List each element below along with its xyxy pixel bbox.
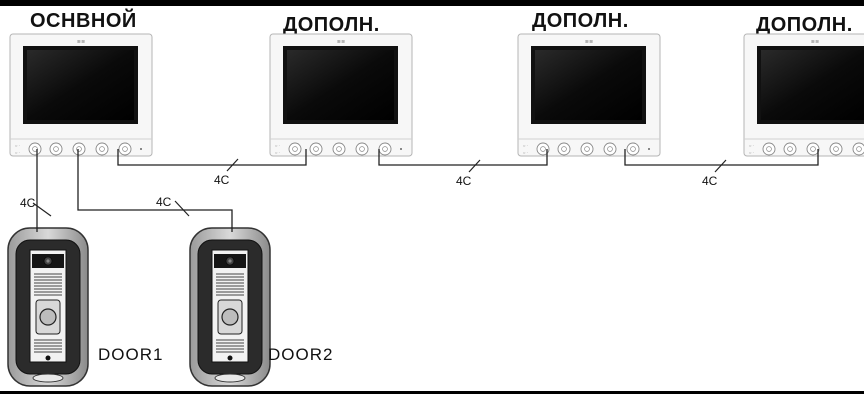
monitor-extra2-title: ДОПОЛН. — [532, 10, 629, 32]
wire-label-main-door2: 4C — [156, 195, 172, 209]
door2-label: DOOR2 — [268, 345, 334, 364]
wire-label-extra2-extra3: 4C — [702, 174, 718, 188]
monitor-extra3 — [743, 33, 864, 157]
wire-main-to-extra1 — [117, 149, 307, 166]
monitor-extra2 — [517, 33, 661, 157]
door1-label: DOOR1 — [98, 345, 164, 364]
monitor-main-title: ОСНВНОЙ — [30, 10, 137, 32]
wire-label-extra1-extra2: 4C — [456, 174, 472, 188]
top-border — [0, 0, 864, 6]
monitor-main — [9, 33, 153, 157]
door-panel-2 — [189, 227, 271, 387]
door-panel-1 — [7, 227, 89, 387]
wire-label-main-door1: 4C — [20, 196, 36, 210]
monitor-extra1 — [269, 33, 413, 157]
wire-extra1-to-extra2 — [378, 149, 548, 166]
monitor-extra1-title: ДОПОЛН. — [283, 14, 380, 36]
bottom-border — [0, 391, 864, 394]
wire-label-main-extra1: 4C — [214, 173, 230, 187]
wire-main-to-door2 — [77, 149, 233, 232]
monitor-extra3-title: ДОПОЛН. — [756, 14, 853, 36]
